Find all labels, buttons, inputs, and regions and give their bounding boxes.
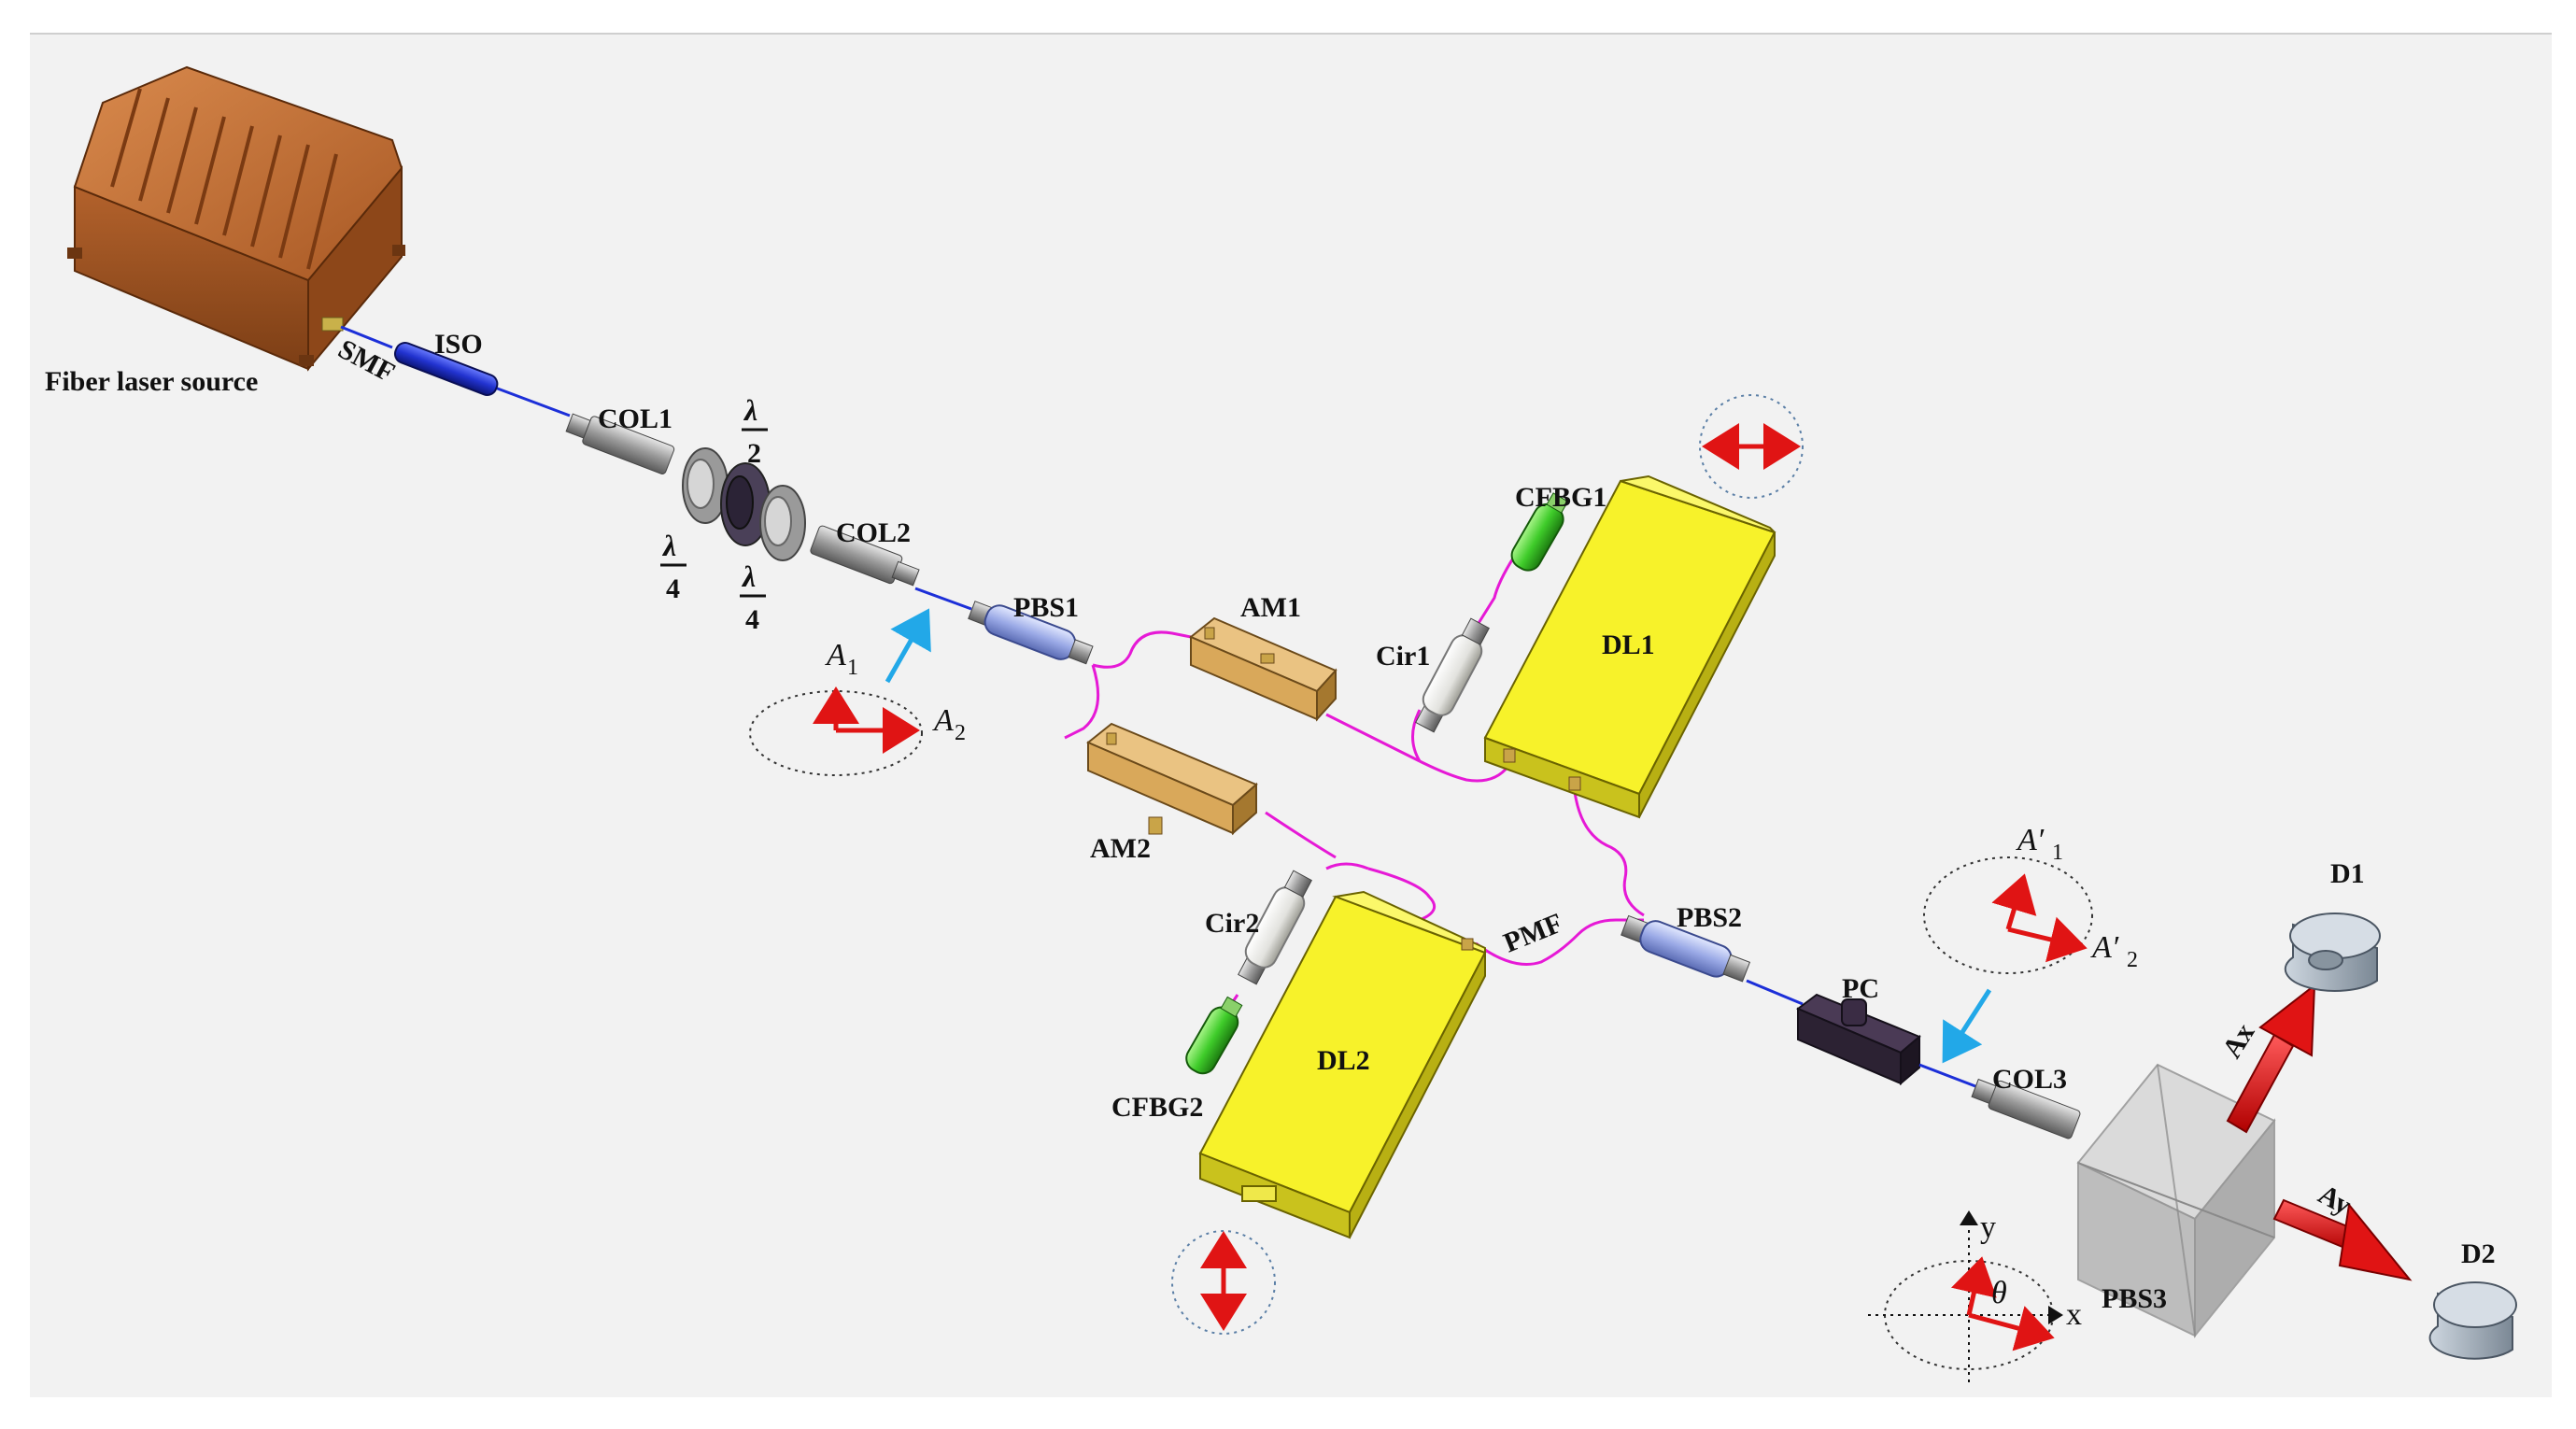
- svg-text:1: 1: [2052, 841, 2063, 865]
- dl2-label: DL2: [1317, 1045, 1370, 1076]
- col2-label: COL2: [836, 517, 911, 548]
- pbs1-fiber-splitter: [968, 601, 1094, 665]
- d2-detector: [2428, 1281, 2517, 1360]
- pc-polarization-controller: [1796, 993, 1921, 1086]
- col3-label: COL3: [1992, 1064, 2067, 1095]
- cir1-circulator: [1415, 617, 1490, 733]
- pbs2-label: PBS2: [1677, 902, 1742, 933]
- dl2-delay-line: [1198, 890, 1487, 1239]
- half-waveplate: [720, 462, 771, 546]
- pbs1-label: PBS1: [1013, 592, 1079, 623]
- svg-text:λ: λ: [661, 529, 676, 562]
- iso-label: ISO: [434, 329, 483, 360]
- pbs2-fiber-splitter: [1621, 914, 1751, 983]
- cfbg2-grating: [1185, 996, 1243, 1075]
- svg-text:A′: A′: [2016, 823, 2045, 857]
- d2-label: D2: [2461, 1238, 2496, 1269]
- quarter-waveplate-2-label: λ 4: [740, 559, 766, 635]
- dl1-translation-indicator: [1699, 394, 1804, 499]
- svg-text:1: 1: [847, 656, 858, 680]
- col2-collimator: [810, 525, 920, 587]
- svg-text:2: 2: [955, 721, 966, 745]
- smf-fiber: [340, 325, 571, 417]
- xy-axis-inset: [1868, 1210, 2063, 1382]
- axis-x-label: x: [2066, 1297, 2082, 1332]
- a2-label: A 2: [932, 703, 966, 745]
- svg-text:A: A: [825, 638, 846, 672]
- pc-label: PC: [1842, 973, 1879, 1004]
- cfbg1-grating: [1510, 492, 1569, 572]
- d1-label: D1: [2330, 858, 2365, 889]
- fiber-laser-source: [67, 65, 405, 372]
- cir2-label: Cir2: [1205, 908, 1259, 939]
- a1-label: A 1: [825, 638, 858, 680]
- cir1-label: Cir1: [1376, 641, 1430, 672]
- cfbg1-label: CFBG1: [1515, 482, 1606, 513]
- col1-collimator: [565, 413, 675, 474]
- half-waveplate-label: λ 2: [742, 393, 768, 469]
- pbs3-beam-splitter-cube: [2076, 1063, 2276, 1338]
- cfbg2-label: CFBG2: [1111, 1092, 1203, 1123]
- dl2-translation-indicator: [1171, 1230, 1276, 1335]
- quarter-waveplate-1-label: λ 4: [660, 529, 686, 604]
- pm-fiber-network: [1064, 550, 1645, 1024]
- svg-text:2: 2: [747, 438, 761, 469]
- ax-output-beam: [2226, 983, 2316, 1134]
- col1-label: COL1: [598, 403, 672, 434]
- d1-detector: [2284, 913, 2381, 992]
- fiber-laser-source-label: Fiber laser source: [45, 366, 258, 397]
- svg-text:λ: λ: [743, 393, 757, 427]
- axis-y-label: y: [1980, 1210, 1996, 1245]
- svg-text:A′: A′: [2090, 930, 2119, 965]
- quarter-waveplate-1: [682, 447, 729, 524]
- svg-text:λ: λ: [741, 559, 756, 593]
- a1-prime-label: A′ 1: [2016, 823, 2063, 865]
- am2-label: AM2: [1090, 833, 1151, 864]
- input-polarization-inset: [749, 608, 931, 776]
- smf-fiber-pc-col3: [1918, 1063, 1976, 1088]
- svg-text:4: 4: [745, 604, 759, 635]
- am1-amplitude-modulator: [1189, 616, 1338, 722]
- svg-text:2: 2: [2127, 948, 2138, 972]
- pbs3-label: PBS3: [2102, 1283, 2167, 1314]
- svg-text:4: 4: [666, 573, 680, 604]
- am2-amplitude-modulator: [1086, 722, 1258, 836]
- smf-fiber-col2-pbs1: [914, 587, 972, 611]
- a2-prime-label: A′ 2: [2090, 930, 2138, 972]
- svg-text:A: A: [932, 703, 954, 738]
- cir2-circulator: [1238, 870, 1312, 985]
- col3-collimator: [1971, 1078, 2081, 1139]
- iso-isolator: [393, 342, 499, 396]
- smf-fiber-pbs2-pc: [1746, 979, 1804, 1006]
- quarter-waveplate-2: [759, 485, 806, 561]
- theta-label: θ: [1991, 1276, 2007, 1310]
- am1-label: AM1: [1240, 592, 1301, 623]
- dl1-label: DL1: [1602, 630, 1655, 660]
- output-polarization-inset: [1923, 856, 2093, 1064]
- dl1-delay-line: [1483, 474, 1776, 819]
- ay-output-beam: [2272, 1198, 2413, 1281]
